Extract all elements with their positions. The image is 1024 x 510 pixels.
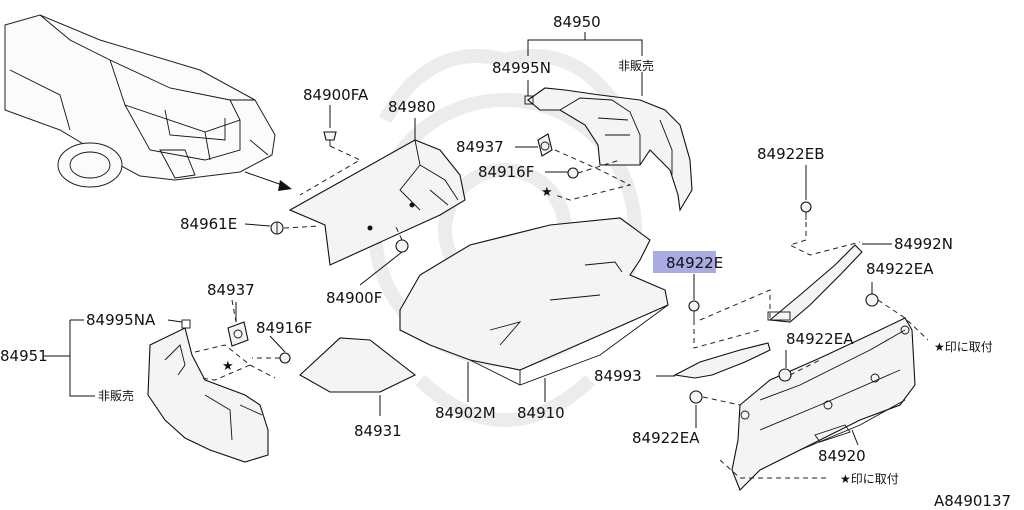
part-84992N-finisher [767,244,863,323]
label-84950[interactable]: 84950 [553,13,601,31]
part-84902M-trunk-floor [399,217,669,371]
clip-84922EA-a [865,293,879,307]
highlight-84922E [653,251,716,273]
diagram-code: A8490137 [934,492,1011,510]
label-84920[interactable]: 84920 [818,447,866,465]
label-84993[interactable]: 84993 [594,367,642,385]
label-84995NA[interactable]: 84995NA [86,311,156,329]
label-84937-left[interactable]: 84937 [207,281,255,299]
star-mark-left: ★ [222,359,234,374]
clip-84900F [395,239,409,253]
clip-84922E [688,300,700,320]
clip-84916F-upper [567,167,579,179]
part-84931-mat [299,337,417,393]
label-84995N[interactable]: 84995N [492,59,551,77]
star-mark-top: ★ [541,185,553,200]
direction-arrow [244,171,292,191]
clip-84937-left [227,321,249,347]
part-84980-side-trim [288,139,466,266]
clip-84961E [270,221,284,235]
label-84910[interactable]: 84910 [517,404,565,422]
clip-84937-upper [537,133,553,157]
car-rear-illustration [4,14,276,188]
label-84922E[interactable]: 84922E [666,254,723,272]
label-84916F-left[interactable]: 84916F [256,319,312,337]
label-hihanbai-top: 非販売 [618,58,654,73]
label-84961E[interactable]: 84961E [180,215,237,233]
label-84980[interactable]: 84980 [388,98,436,116]
label-84900F[interactable]: 84900F [326,289,382,307]
label-mark-note-2: ★印に取付 [840,472,899,486]
label-84931[interactable]: 84931 [354,422,402,440]
label-hihanbai-left: 非販売 [98,388,134,403]
label-84922EA-1[interactable]: 84922EA [866,260,934,278]
label-84900FA[interactable]: 84900FA [303,86,369,104]
clip-84922EA-c [689,390,703,404]
clip-84900FA [323,131,337,146]
leader-lines [44,32,892,446]
part-84993-retainer [673,342,771,379]
clip-84922EB [800,201,812,220]
label-84937-top[interactable]: 84937 [456,138,504,156]
part-84920-rear-panel [731,317,916,491]
part-84910-floor-board [469,304,669,386]
label-84902M[interactable]: 84902M [435,404,496,422]
label-84916F-top[interactable]: 84916F [478,163,534,181]
clip-84922EA-b [778,368,792,382]
label-84992N[interactable]: 84992N [894,235,953,253]
clip-84916F-left [279,352,291,364]
label-84922EA-2[interactable]: 84922EA [786,330,854,348]
part-84951-lower-bracket [147,319,269,463]
label-84951[interactable]: 84951 [0,347,48,365]
part-84950-upper-bracket [524,87,693,212]
label-84922EB[interactable]: 84922EB [757,145,825,163]
label-84922EA-3[interactable]: 84922EA [632,429,700,447]
label-mark-note-1: ★印に取付 [934,340,993,354]
